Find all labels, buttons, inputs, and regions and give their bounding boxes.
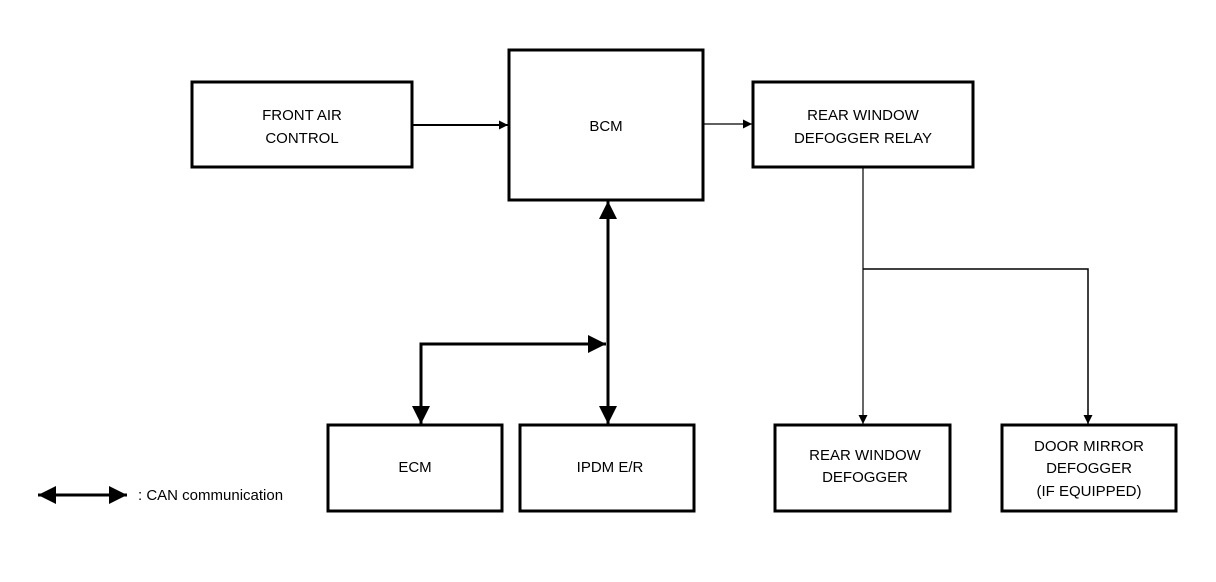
node-label: BCM [589, 118, 622, 135]
node-label: CONTROL [265, 130, 338, 147]
node-rear-window-defogger: REAR WINDOW DEFOGGER [773, 423, 952, 513]
edge-can-ecm [412, 335, 606, 424]
node-label: ECM [398, 459, 431, 476]
node-rear-window-defogger-relay: REAR WINDOW DEFOGGER RELAY [751, 80, 975, 169]
node-door-mirror-defogger: DOOR MIRROR DEFOGGER (IF EQUIPPED) [1000, 423, 1178, 513]
node-label: DEFOGGER [822, 469, 908, 486]
legend-label: : CAN communication [138, 487, 283, 504]
node-ecm: ECM [326, 423, 504, 513]
node-label: REAR WINDOW [809, 447, 922, 464]
node-label: (IF EQUIPPED) [1036, 483, 1141, 500]
node-front-air-control: FRONT AIR CONTROL [190, 80, 414, 169]
edge-relay-to-door-mirror [863, 268, 1093, 424]
node-label: REAR WINDOW [807, 107, 920, 124]
node-label: DEFOGGER RELAY [794, 130, 932, 147]
node-label: IPDM E/R [577, 459, 644, 476]
node-label: FRONT AIR [262, 107, 342, 124]
node-bcm: BCM [507, 48, 705, 202]
node-label: DOOR MIRROR [1034, 438, 1144, 455]
node-label: DEFOGGER [1046, 460, 1132, 477]
node-ipdm-er: IPDM E/R [518, 423, 696, 513]
legend: : CAN communication [38, 486, 283, 504]
